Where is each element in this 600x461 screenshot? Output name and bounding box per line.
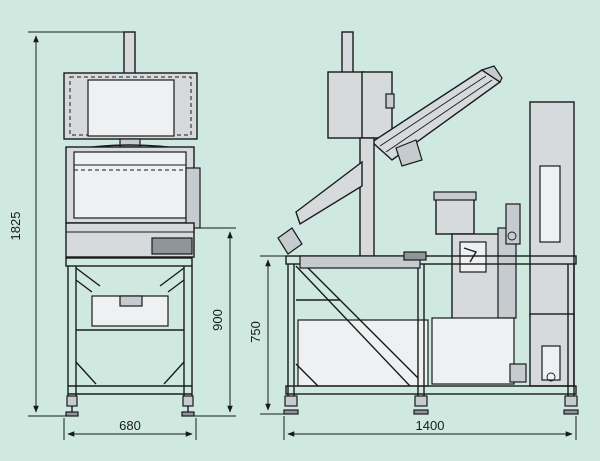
side-upper-housing: [327, 71, 365, 139]
front-window: [87, 79, 175, 137]
front-chimney: [123, 31, 136, 75]
dim-label-1825: 1825: [8, 212, 23, 241]
side-tank: [297, 319, 429, 387]
front-view: [63, 31, 201, 417]
dim-label-900: 900: [210, 309, 225, 331]
side-chute: [295, 160, 363, 226]
side-view: [277, 31, 579, 415]
side-tower: [359, 137, 375, 259]
dimension-lines: [28, 31, 577, 440]
dim-label-750: 750: [248, 321, 263, 343]
motor: [435, 195, 475, 235]
dim-label-680: 680: [119, 418, 141, 433]
dim-label-1400: 1400: [416, 418, 445, 433]
side-chimney: [341, 31, 354, 75]
